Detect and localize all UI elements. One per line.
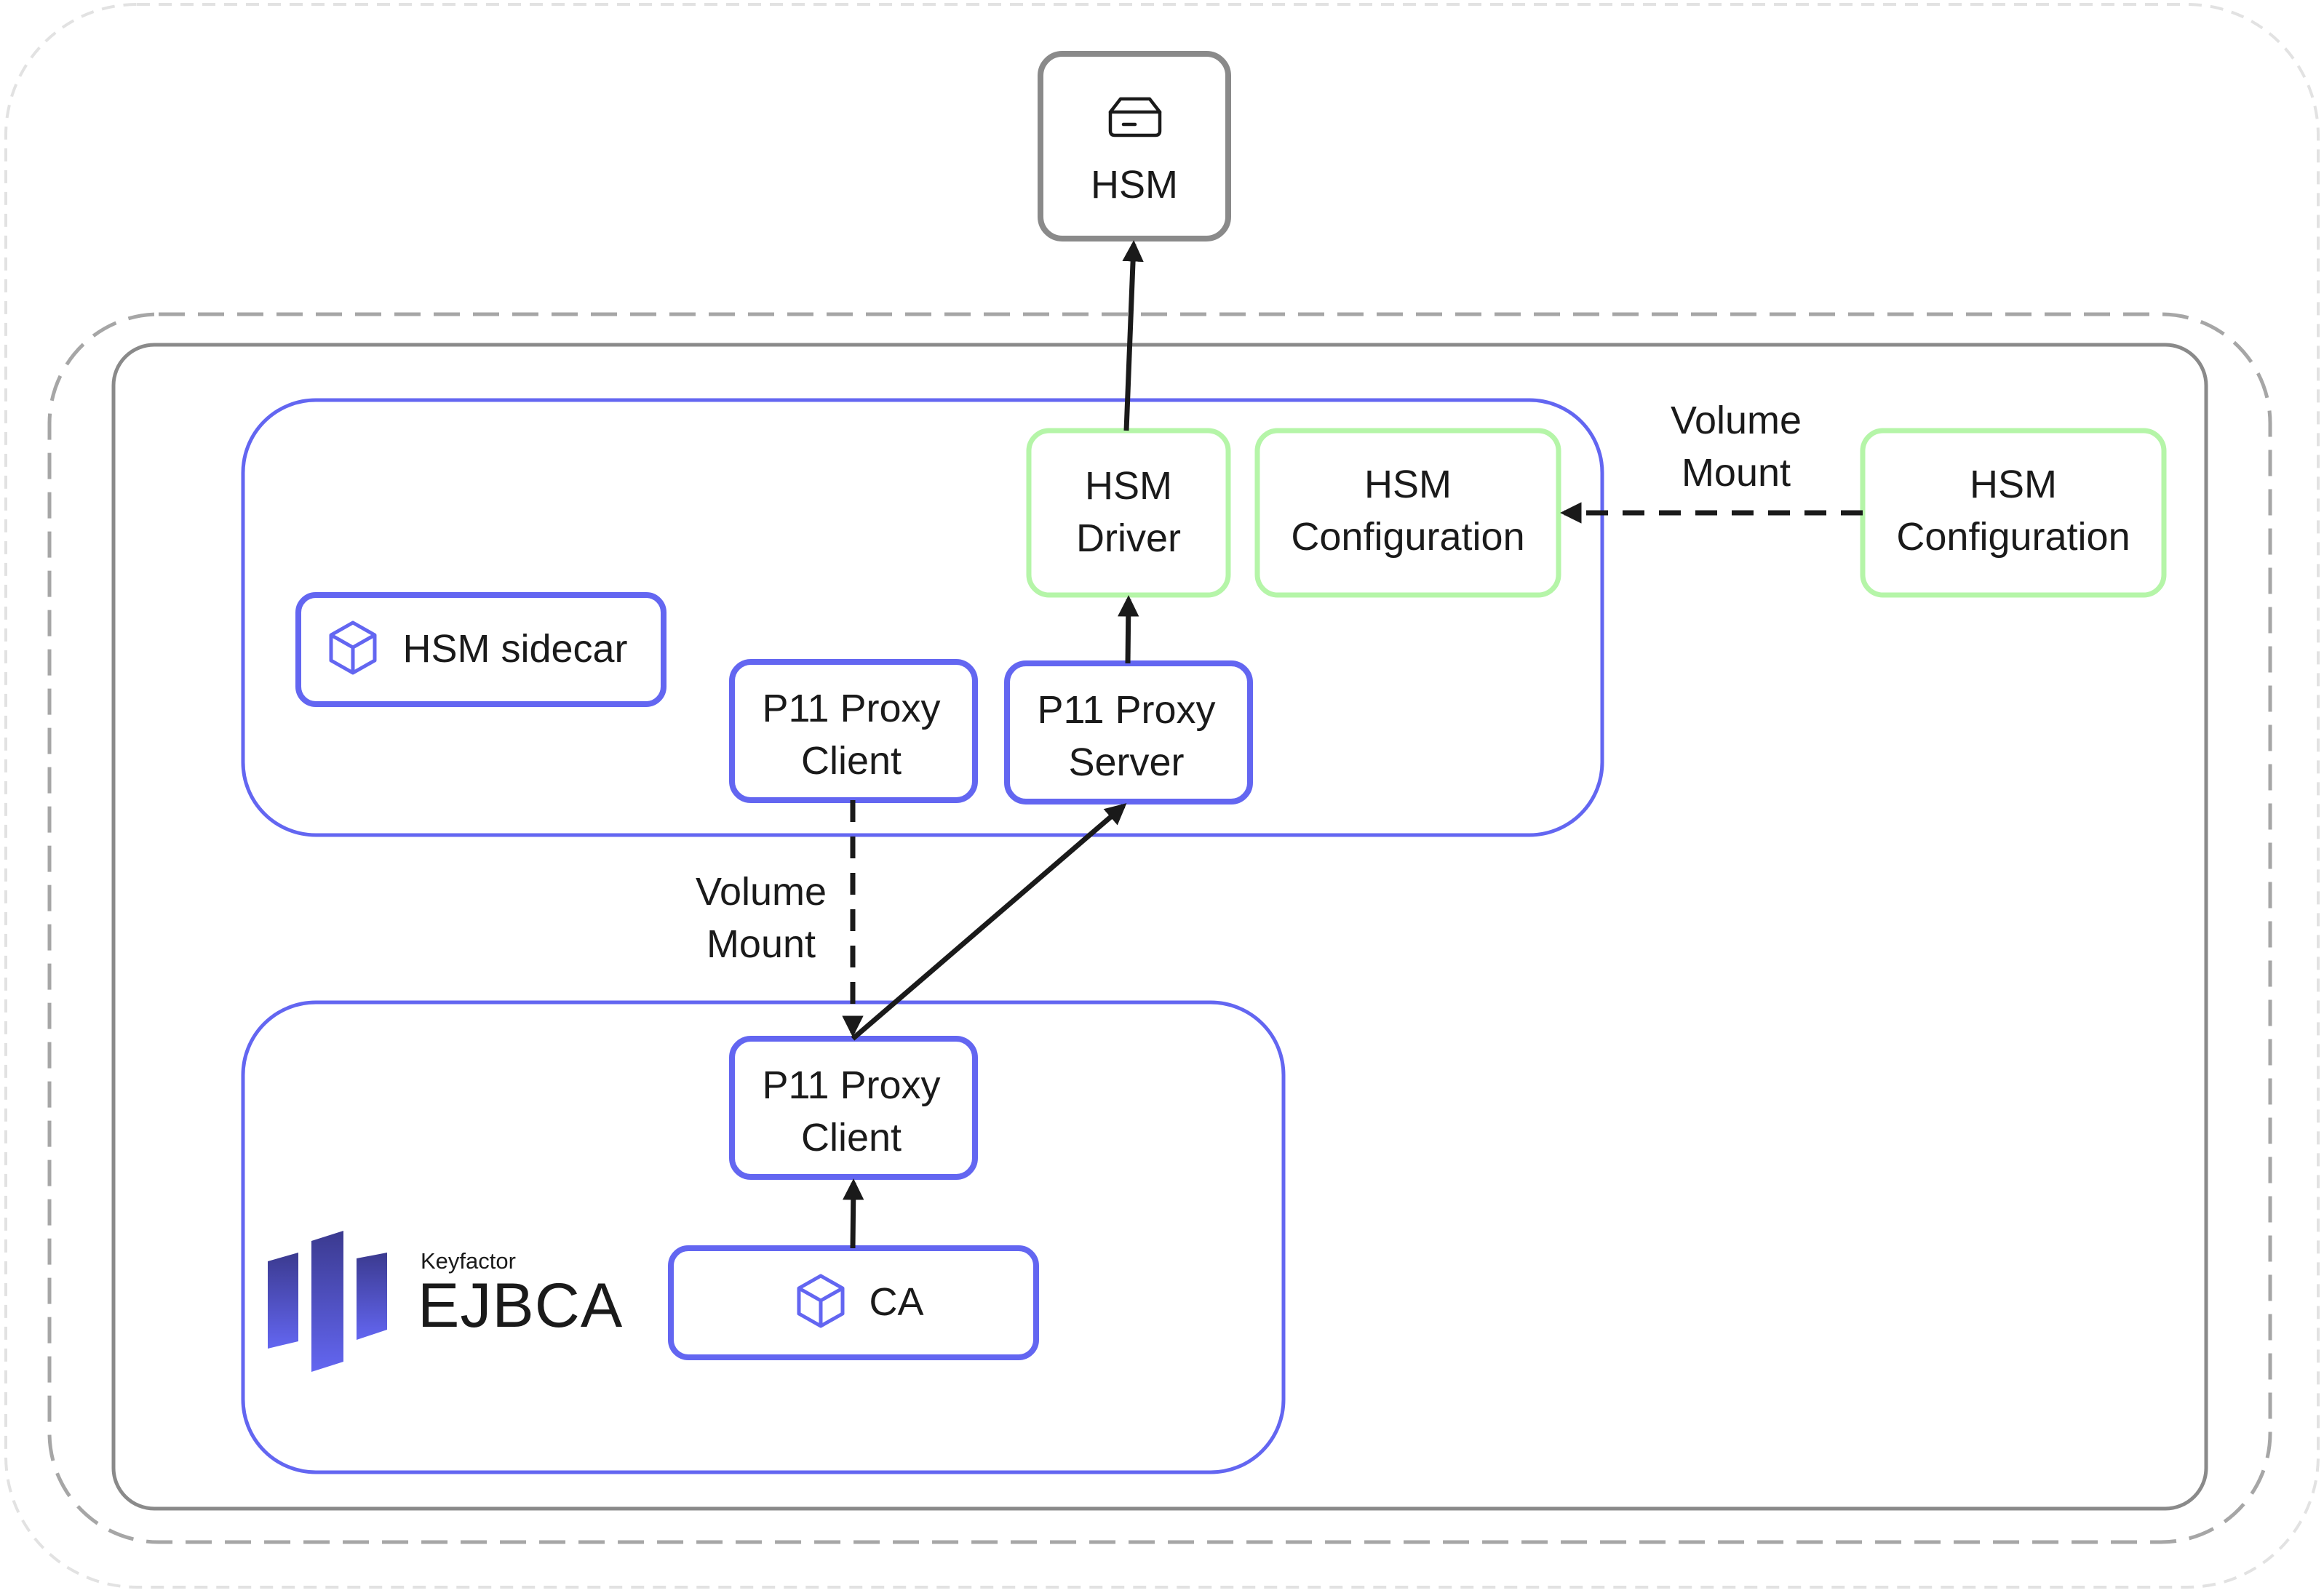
arrow-driver-to-hsm bbox=[1122, 240, 1144, 431]
logo-product: EJBCA bbox=[418, 1271, 623, 1341]
hsm-driver-label-line1: HSM bbox=[1085, 464, 1172, 508]
hsm-device-icon bbox=[1108, 97, 1162, 137]
p11-proxy-client-ejbca-line2: Client bbox=[801, 1116, 902, 1159]
hsm-configuration-inner-line1: HSM bbox=[1364, 463, 1452, 506]
p11-proxy-client-sidecar-line2: Client bbox=[801, 739, 902, 783]
p11-proxy-client-ejbca-line1: P11 Proxy bbox=[762, 1063, 940, 1107]
ca-node[interactable]: CA bbox=[668, 1245, 1039, 1360]
volume-mount-right-line1: Volume bbox=[1671, 399, 1802, 442]
ca-label: CA bbox=[869, 1280, 923, 1324]
p11-proxy-server-line1: P11 Proxy bbox=[1037, 688, 1215, 732]
hsm-configuration-outer-line2: Configuration bbox=[1896, 515, 2130, 559]
volume-mount-right-line2: Mount bbox=[1682, 451, 1791, 495]
p11-proxy-server-node[interactable]: P11 Proxy Server bbox=[1004, 660, 1253, 805]
arrow-client-to-server bbox=[851, 803, 1127, 1041]
hsm-configuration-outer-node[interactable]: HSM Configuration bbox=[1860, 428, 2167, 598]
p11-proxy-client-ejbca-node[interactable]: P11 Proxy Client bbox=[729, 1036, 978, 1180]
ejbca-pod bbox=[241, 1000, 1286, 1474]
hsm-driver-label-line2: Driver bbox=[1076, 516, 1181, 560]
hsm-configuration-inner-line2: Configuration bbox=[1291, 515, 1524, 559]
hsm-sidecar-node[interactable]: HSM sidecar bbox=[295, 592, 666, 707]
volume-mount-left-line1: Volume bbox=[696, 870, 827, 914]
hsm-sidecar-pod bbox=[241, 398, 1604, 837]
hsm-driver-node[interactable]: HSM Driver bbox=[1026, 428, 1231, 598]
p11-proxy-server-line2: Server bbox=[1068, 740, 1184, 784]
ejbca-logo-icon bbox=[268, 1231, 387, 1372]
hsm-configuration-inner-node[interactable]: HSM Configuration bbox=[1254, 428, 1561, 598]
p11-proxy-client-sidecar-line1: P11 Proxy bbox=[762, 687, 940, 730]
hsm-node[interactable]: HSM bbox=[1038, 51, 1231, 241]
arrow-server-to-driver bbox=[1118, 595, 1139, 664]
container-cube-icon bbox=[797, 1274, 845, 1328]
outer-boundary bbox=[4, 3, 2320, 1589]
node-boundary bbox=[111, 343, 2208, 1511]
hsm-sidecar-label: HSM sidecar bbox=[402, 627, 627, 671]
hsm-configuration-outer-line1: HSM bbox=[1970, 463, 2057, 506]
hsm-label: HSM bbox=[1091, 163, 1178, 207]
volume-mount-left-line2: Mount bbox=[707, 922, 816, 966]
logo-vendor: Keyfactor bbox=[421, 1248, 516, 1274]
cluster-boundary bbox=[47, 312, 2272, 1544]
container-cube-icon bbox=[329, 620, 377, 675]
p11-proxy-client-sidecar-node[interactable]: P11 Proxy Client bbox=[729, 659, 978, 803]
